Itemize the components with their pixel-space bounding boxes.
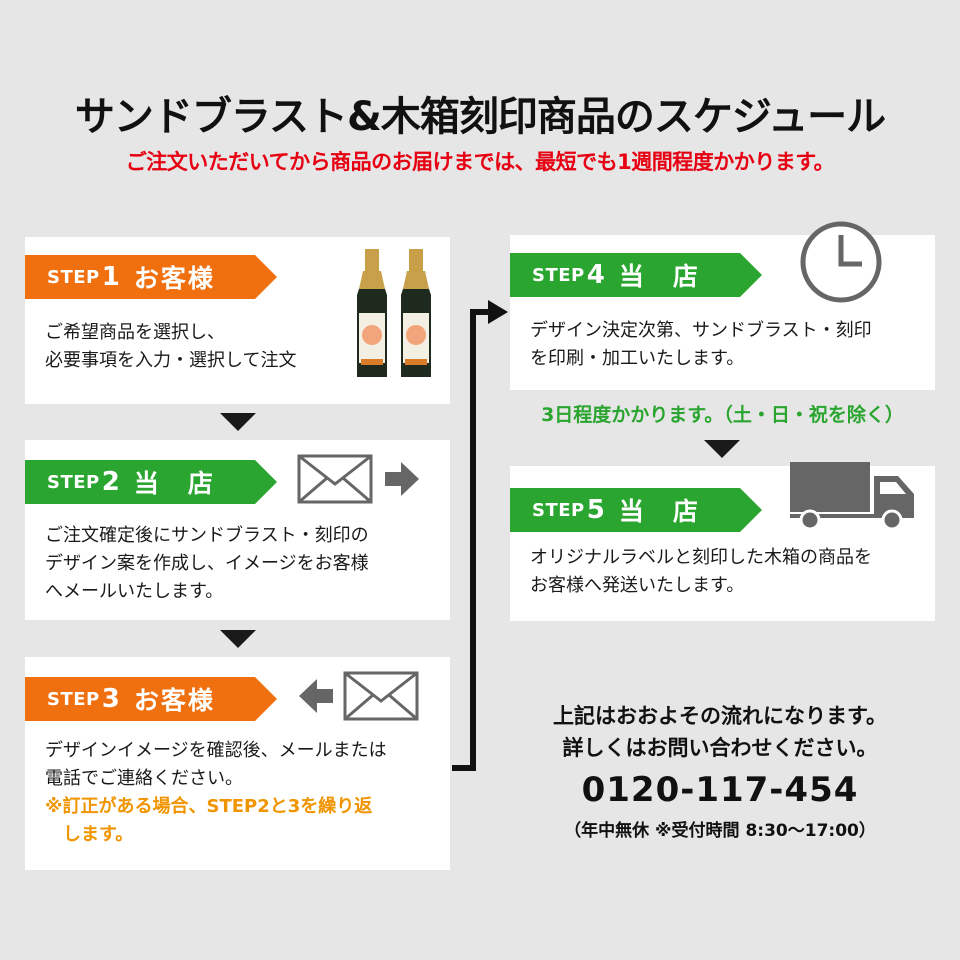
bottles-icon <box>355 247 437 383</box>
step-4-description: デザイン決定次第、サンドブラスト・刻印 を印刷・加工いたします。 <box>530 317 872 373</box>
down-arrow-2 <box>220 630 256 648</box>
step-3-tag: STEP 3 お客様 <box>25 677 277 721</box>
step-2-number: 2 <box>101 467 120 497</box>
mail-receive-icon <box>297 671 422 723</box>
page-subtitle: ご注文いただいてから商品のお届けまでは、最短でも1週間程度かかります。 <box>125 150 835 174</box>
step-5-line-2: お客様へ発送いたします。 <box>530 575 745 596</box>
step-3-note-2: します。 <box>45 824 134 845</box>
page-title: サンドブラスト&木箱刻印商品のスケジュール <box>74 94 886 140</box>
step-1-number: 1 <box>101 262 120 292</box>
step-3-number: 3 <box>101 684 120 714</box>
mail-send-icon <box>297 454 422 506</box>
step-4-line-2: を印刷・加工いたします。 <box>530 348 745 369</box>
step-3-card: STEP 3 お客様 デザインイメージを確認後、メールまたは 電話でご連絡くださ… <box>25 657 450 870</box>
step-5-line-1: オリジナルラベルと刻印した木箱の商品を <box>530 547 872 568</box>
business-hours: （年中無休 ※受付時間 8:30〜17:00） <box>564 821 876 841</box>
step-4-card: STEP 4 当 店 デザイン決定次第、サンドブラスト・刻印 を印刷・加工いたし… <box>510 221 935 390</box>
step-2-line-1: ご注文確定後にサンドブラスト・刻印の <box>45 525 369 546</box>
step-4-actor: 当 店 <box>618 262 700 291</box>
step-4-tag: STEP 4 当 店 <box>510 253 762 297</box>
step-5-actor: 当 店 <box>618 497 700 526</box>
step-3-line-1: デザインイメージを確認後、メールまたは <box>45 740 387 761</box>
step-5-number: 5 <box>586 495 605 525</box>
step-2-word: STEP <box>47 471 100 493</box>
step-3-description: デザインイメージを確認後、メールまたは 電話でご連絡ください。 ※訂正がある場合… <box>45 737 387 849</box>
contact-line-2: 詳しくはお問い合わせください。 <box>562 736 878 760</box>
step-3-word: STEP <box>47 688 100 710</box>
step-1-word: STEP <box>47 266 100 288</box>
down-arrow-3 <box>704 440 740 458</box>
step-2-line-2: デザイン案を作成し、イメージをお客様 <box>45 553 369 574</box>
step-3-note-1: ※訂正がある場合、STEP2と3を繰り返 <box>45 796 373 817</box>
step-1-description: ご希望商品を選択し、 必要事項を入力・選択して注文 <box>45 319 296 375</box>
step-1-card: STEP 1 お客様 ご希望商品を選択し、 必要事項を入力・選択して注文 <box>25 237 450 404</box>
step-1-tag: STEP 1 お客様 <box>25 255 277 299</box>
step-4-line-1: デザイン決定次第、サンドブラスト・刻印 <box>530 320 872 341</box>
phone-number[interactable]: 0120-117-454 <box>581 770 859 810</box>
step-2-tag: STEP 2 当 店 <box>25 460 277 504</box>
step-5-tag: STEP 5 当 店 <box>510 488 762 532</box>
step-2-line-3: へメールいたします。 <box>45 581 224 602</box>
truck-icon <box>788 460 920 532</box>
step-4-number: 4 <box>586 260 605 290</box>
contact-info: 上記はおおよその流れになります。 詳しくはお問い合わせください。 0120-11… <box>500 700 940 841</box>
flow-connector <box>452 300 508 771</box>
step-2-description: ご注文確定後にサンドブラスト・刻印の デザイン案を作成し、イメージをお客様 へメ… <box>45 522 369 606</box>
step-3-line-2: 電話でご連絡ください。 <box>45 768 243 789</box>
step-1-actor: お客様 <box>133 264 215 293</box>
step-4-word: STEP <box>532 264 585 286</box>
down-arrow-1 <box>220 413 256 431</box>
contact-line-1: 上記はおおよその流れになります。 <box>553 704 887 728</box>
step-1-line-2: 必要事項を入力・選択して注文 <box>45 350 297 371</box>
step-5-word: STEP <box>532 499 585 521</box>
step-2-card: STEP 2 当 店 ご注文確定後にサンドブラスト・刻印の デザイン案を作成し、… <box>25 440 450 620</box>
step-2-actor: 当 店 <box>133 469 215 498</box>
clock-icon <box>798 219 884 305</box>
step-5-card: STEP 5 当 店 オリジナルラベルと刻印した木箱の商品を お客様へ発送いたし… <box>510 462 935 621</box>
step-3-actor: お客様 <box>133 686 215 715</box>
step-1-line-1: ご希望商品を選択し、 <box>45 322 225 343</box>
duration-note: 3日程度かかります。（土・日・祝を除く） <box>541 404 904 426</box>
step-5-description: オリジナルラベルと刻印した木箱の商品を お客様へ発送いたします。 <box>530 544 872 600</box>
